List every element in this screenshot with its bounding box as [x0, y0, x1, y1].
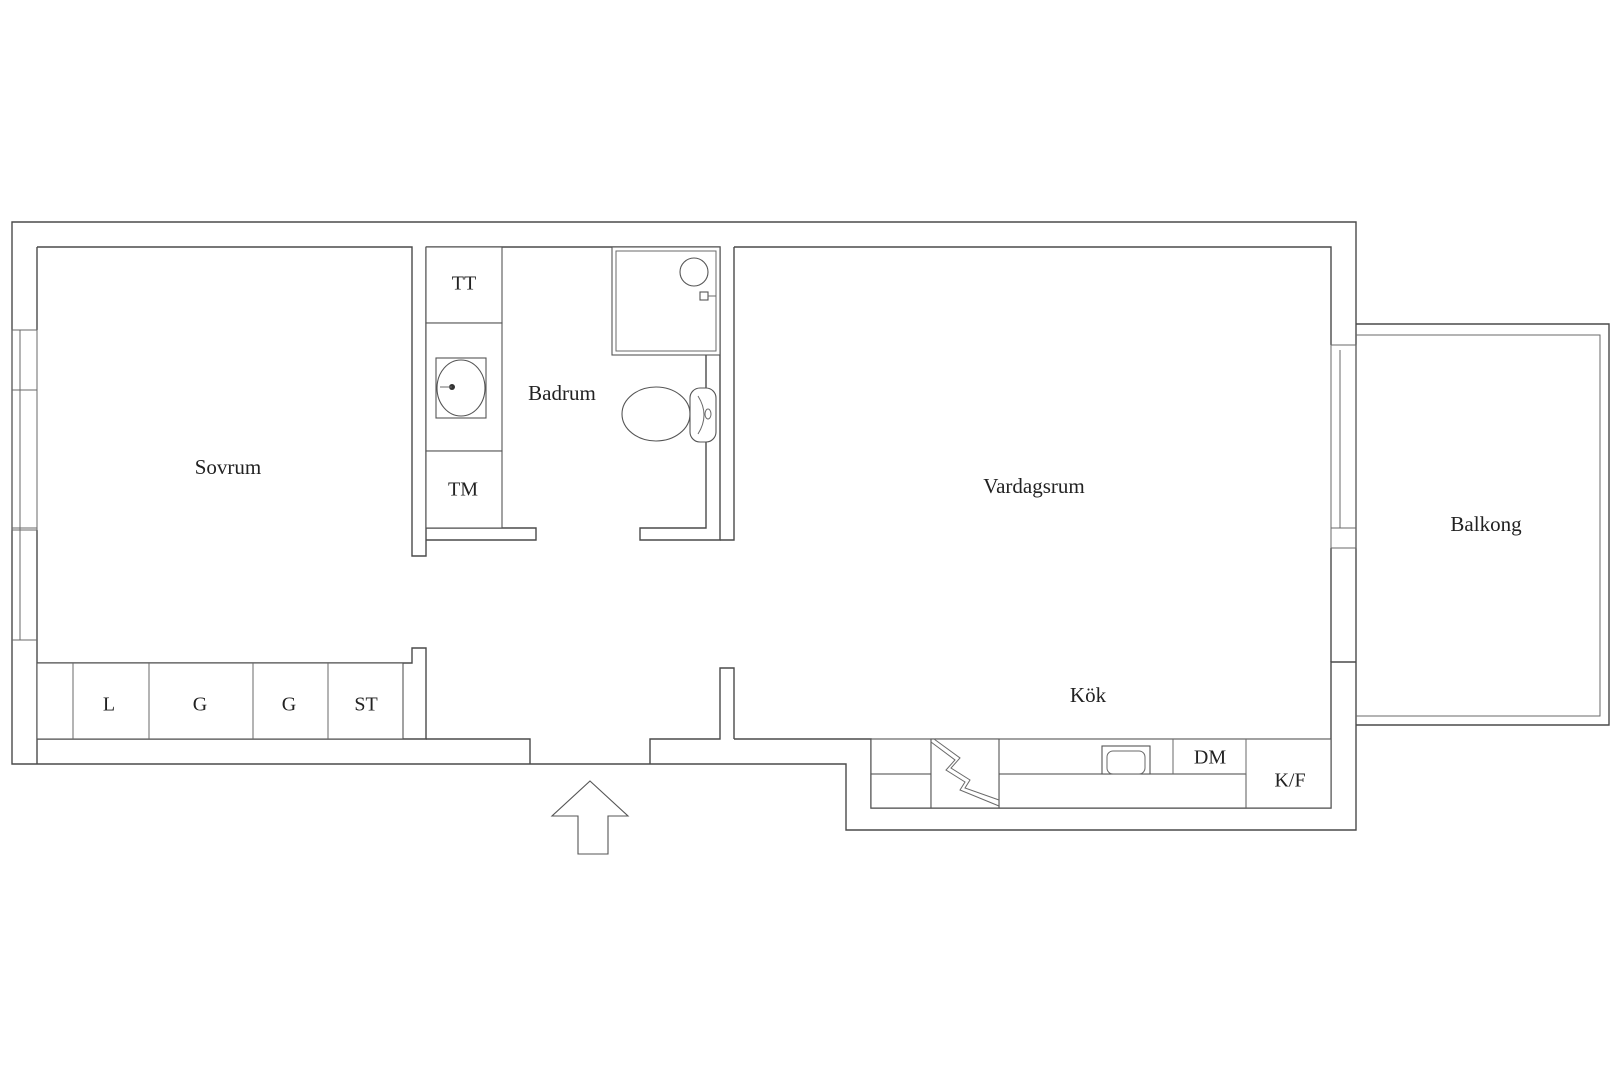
wardrobe-row: L G G ST	[36, 662, 404, 740]
balcony: Balkong	[1356, 323, 1610, 726]
living-room: Vardagsrum	[720, 246, 1357, 662]
room-label-kitchen: Kök	[1070, 683, 1107, 707]
stove-icon	[930, 738, 1000, 809]
room-label-bathroom: Badrum	[528, 381, 596, 405]
bathroom-storage-bottom: TM	[448, 479, 478, 501]
room-label-balcony: Balkong	[1450, 512, 1522, 536]
bathroom: TT TM Badrum	[425, 246, 721, 541]
room-label-living-room: Vardagsrum	[983, 474, 1084, 498]
kitchen-label-fridge-freezer: K/F	[1274, 770, 1305, 792]
toilet-icon	[621, 386, 717, 443]
wardrobe-label-l: L	[103, 694, 115, 716]
arrow-up-icon	[550, 780, 630, 855]
shower-icon	[611, 246, 721, 356]
bathroom-storage-top: TT	[452, 273, 476, 295]
kitchen-sink-icon	[1101, 745, 1151, 775]
hallway	[426, 667, 735, 855]
sink-icon	[435, 357, 487, 419]
window	[11, 329, 38, 641]
room-label-bedroom: Sovrum	[195, 455, 262, 479]
kitchen-label-dishwasher: DM	[1194, 747, 1226, 769]
wardrobe-label-st: ST	[354, 694, 377, 716]
wardrobe-label-g2: G	[282, 694, 296, 716]
window	[1330, 344, 1357, 549]
kitchen: Kök DM K/F	[734, 661, 1356, 809]
wardrobe-label-g1: G	[193, 694, 207, 716]
